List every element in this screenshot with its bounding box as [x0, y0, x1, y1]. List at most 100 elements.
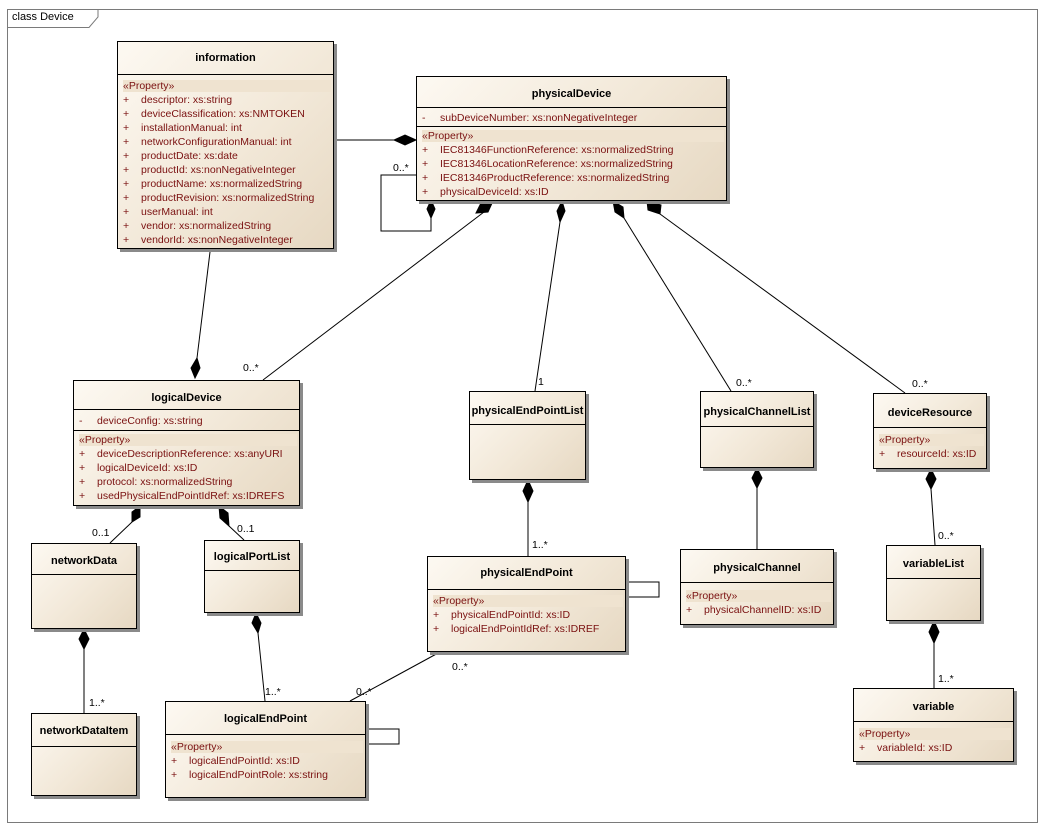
- attribute: +physicalEndPointId: xs:ID: [433, 609, 571, 621]
- class-name: physicalEndPointList: [471, 405, 584, 417]
- multiplicity-physicaldevice-logicaldevice: 0..*: [243, 362, 259, 374]
- attribute: +userManual: int: [123, 206, 213, 218]
- attribute: +vendorId: xs:nonNegativeInteger: [123, 234, 293, 246]
- class-physical-channel-list[interactable]: physicalChannelList: [700, 391, 814, 468]
- attribute: +IEC81346ProductReference: xs:normalized…: [422, 172, 670, 184]
- stereotype-label: «Property»: [171, 741, 363, 753]
- class-device-resource[interactable]: deviceResource «Property» +resourceId: x…: [873, 393, 987, 469]
- class-physical-channel[interactable]: physicalChannel «Property» +physicalChan…: [680, 549, 834, 625]
- link-physicalendpoint-self: [626, 581, 660, 598]
- class-logical-port-list[interactable]: logicalPortList: [204, 540, 300, 613]
- attribute: +usedPhysicalEndPointIdRef: xs:IDREFS: [79, 490, 285, 502]
- multiplicity-deviceresource-variablelist: 0..*: [938, 530, 954, 542]
- composition-diamond-physicaldevice-self: [426, 198, 436, 220]
- multiplicity-physicaldevice-deviceresource: 0..*: [912, 378, 928, 390]
- stereotype-label: «Property»: [123, 80, 331, 92]
- link-logicaldevice-logicalportlist: [228, 525, 245, 541]
- composition-diamond-variablelist-variable: [928, 619, 940, 645]
- composition-diamond-physicaldevice-logicaldevice: [475, 200, 494, 214]
- link-physicaldevice-logicaldevice: [262, 211, 485, 381]
- attribute: +IEC81346LocationReference: xs:normalize…: [422, 158, 673, 170]
- diagram-title: class Device: [12, 11, 74, 23]
- stereotype-label: «Property»: [686, 590, 831, 602]
- compartment-divider: [681, 582, 833, 583]
- multiplicity-physicaldevice-physicalendpointlist: 1: [538, 376, 544, 388]
- composition-diamond-physicaldevice-physicalendpointlist: [556, 199, 566, 224]
- attribute: +IEC81346FunctionReference: xs:normalize…: [422, 144, 674, 156]
- class-physical-endpoint[interactable]: physicalEndPoint «Property» +physicalEnd…: [427, 556, 626, 652]
- multiplicity-logicaldevice-networkdata: 0..1: [92, 527, 110, 539]
- composition-diamond-deviceresource-variablelist: [925, 467, 937, 491]
- compartment-divider: [417, 107, 726, 108]
- stereotype-label: «Property»: [879, 434, 984, 446]
- class-name: variableList: [902, 558, 965, 570]
- stereotype-label: «Property»: [79, 434, 297, 446]
- compartment-divider: [428, 589, 625, 590]
- link-physicaldevice-deviceresource: [659, 213, 906, 394]
- composition-diamond-information-logicaldevice: [190, 356, 201, 380]
- class-logical-device[interactable]: logicalDevice -deviceConfig: xs:string «…: [73, 380, 300, 506]
- compartment-divider: [701, 426, 813, 427]
- multiplicity-physicalendpoint-logicalendpoint-source: 0..*: [452, 661, 468, 673]
- class-information[interactable]: information «Property» +descriptor: xs:s…: [117, 41, 334, 249]
- attribute: +productDate: xs:date: [123, 150, 238, 162]
- composition-diamond-physicaldevice-deviceresource: [646, 200, 662, 215]
- multiplicity-physicalendpoint-logicalendpoint-target: 0..*: [356, 686, 372, 698]
- link-deviceresource-variablelist: [930, 488, 936, 546]
- multiplicity-logicalportlist-logicalendpoint: 1..*: [265, 686, 281, 698]
- link-physicalendpoint-logicalendpoint: [349, 651, 441, 702]
- class-physical-device[interactable]: physicalDevice -subDeviceNumber: xs:nonN…: [416, 76, 727, 201]
- link-physicaldevice-physicalchannellist: [623, 217, 732, 392]
- link-logicalendpoint-self: [366, 728, 400, 745]
- class-network-data[interactable]: networkData: [31, 543, 137, 629]
- multiplicity-variablelist-variable: 1..*: [938, 673, 954, 685]
- attribute: +descriptor: xs:string: [123, 94, 233, 106]
- stereotype-label: «Property»: [422, 130, 724, 142]
- class-variable[interactable]: variable «Property» +variableId: xs:ID: [853, 688, 1014, 762]
- composition-diamond-information-physicaldevice: [392, 134, 418, 146]
- attribute: +logicalEndPointIdRef: xs:IDREF: [433, 623, 600, 635]
- composition-diamond-logicalportlist-logicalendpoint: [251, 611, 262, 635]
- class-physical-endpoint-list[interactable]: physicalEndPointList: [469, 391, 586, 480]
- diagram-frame: [7, 9, 1038, 823]
- multiplicity-networkdata-networkdataitem: 1..*: [89, 697, 105, 709]
- class-name: physicalEndPoint: [480, 567, 573, 579]
- compartment-divider: [854, 721, 1013, 722]
- class-name: logicalDevice: [151, 392, 222, 404]
- stereotype-label: «Property»: [859, 728, 1011, 740]
- attribute: +physicalDeviceId: xs:ID: [422, 186, 549, 198]
- stereotype-label: «Property»: [433, 595, 623, 607]
- composition-diamond-physicalendpointlist-physicalendpoint: [522, 478, 534, 504]
- multiplicity-logicaldevice-logicalportlist: 0..1: [237, 523, 255, 535]
- frame-tab-shape: [7, 9, 99, 28]
- class-logical-endpoint[interactable]: logicalEndPoint «Property» +logicalEndPo…: [165, 701, 366, 798]
- class-name: networkData: [50, 555, 118, 567]
- attribute: +productId: xs:nonNegativeInteger: [123, 164, 296, 176]
- composition-diamond-physicalchannellist-physicalchannel: [751, 466, 763, 490]
- class-variable-list[interactable]: variableList: [886, 545, 981, 621]
- compartment-divider: [32, 574, 136, 575]
- attribute: +networkConfigurationManual: int: [123, 136, 292, 148]
- composition-diamond-logicaldevice-networkdata: [131, 505, 141, 523]
- class-name: networkDataItem: [39, 725, 129, 737]
- compartment-divider: [874, 427, 986, 428]
- composition-diamond-logicaldevice-logicalportlist: [218, 504, 230, 528]
- class-name: physicalDevice: [531, 88, 612, 100]
- compartment-divider: [74, 430, 299, 431]
- composition-diamond-physicaldevice-physicalchannellist: [612, 200, 625, 219]
- attribute: +productName: xs:normalizedString: [123, 178, 303, 190]
- link-logicalportlist-logicalendpoint: [257, 632, 266, 702]
- attribute: +productRevision: xs:normalizedString: [123, 192, 315, 204]
- class-name: deviceResource: [887, 407, 973, 419]
- link-physicaldevice-physicalendpointlist: [534, 221, 561, 392]
- class-name: information: [195, 52, 256, 64]
- attribute: +deviceClassification: xs:NMTOKEN: [123, 108, 305, 120]
- class-name: variable: [912, 701, 955, 713]
- attribute: -deviceConfig: xs:string: [79, 415, 203, 427]
- attribute: +variableId: xs:ID: [859, 742, 953, 754]
- attribute: +resourceId: xs:ID: [879, 448, 977, 460]
- attribute: +physicalChannelID: xs:ID: [686, 604, 822, 616]
- multiplicity-physicaldevice-physicalchannellist: 0..*: [736, 377, 752, 389]
- class-network-data-item[interactable]: networkDataItem: [31, 713, 137, 796]
